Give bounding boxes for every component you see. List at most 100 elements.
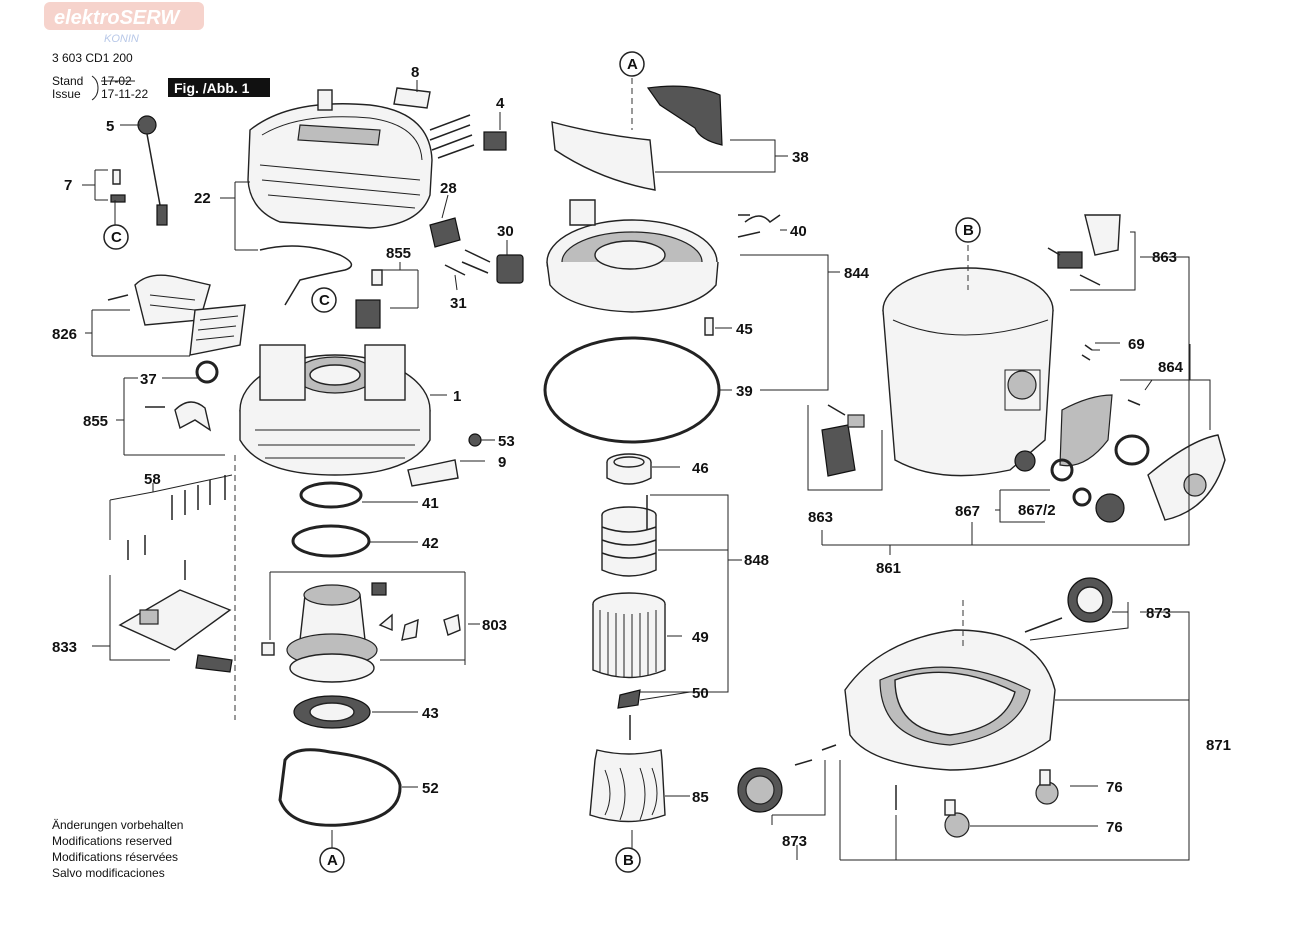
part-39-gasket: [543, 336, 721, 444]
callout-42: 42: [422, 535, 439, 552]
callout-863-top: 863: [1152, 249, 1177, 266]
part-861-container: [882, 267, 1054, 477]
part-43-impeller: [293, 695, 371, 729]
part-22-cord: [259, 245, 353, 306]
part-45-screw: [704, 317, 714, 336]
callout-50: 50: [692, 685, 709, 702]
part-873-wheel-left: [737, 744, 837, 813]
callout-53: 53: [498, 433, 515, 450]
watermark-subtext: KONIN: [104, 33, 139, 45]
svg-text:B: B: [623, 852, 634, 869]
callout-861: 861: [876, 560, 901, 577]
callout-873-left: 873: [782, 833, 807, 850]
part-53-plug: [468, 433, 482, 447]
callout-52: 52: [422, 780, 439, 797]
callout-855-top: 855: [386, 245, 411, 262]
part-863-clip: [821, 404, 865, 477]
callout-5: 5: [106, 118, 114, 135]
callout-85: 85: [692, 789, 709, 806]
footer-note-de: Änderungen vorbehalten: [52, 818, 183, 832]
footer-note-fr: Modifications réservées: [52, 850, 178, 864]
callout-37: 37: [140, 371, 157, 388]
part-1-housing: [239, 344, 431, 476]
part-41-ring: [299, 481, 363, 509]
part-85-filter-bag: [589, 749, 666, 823]
part-30-switch: [496, 254, 524, 284]
callout-22: 22: [194, 190, 211, 207]
part-873-wheel-right: [1024, 577, 1113, 633]
callout-69: 69: [1128, 336, 1145, 353]
part-37-ring: [195, 360, 219, 384]
figure-label-box: [168, 78, 270, 97]
part-826-cover: [134, 274, 211, 326]
part-58-terminals: [127, 475, 226, 560]
part-9-plate: [407, 459, 459, 487]
part-844-top-housing: [546, 199, 719, 313]
part-76-caster: [944, 769, 1059, 838]
callout-31: 31: [450, 295, 467, 312]
connector-b-top: B: [955, 217, 981, 243]
callout-826: 826: [52, 326, 77, 343]
callout-1: 1: [453, 388, 461, 405]
part-867-caps: [1014, 450, 1125, 523]
part-848-cage: [601, 495, 657, 577]
part-46-ring: [606, 453, 652, 485]
callout-76-top: 76: [1106, 779, 1123, 796]
callout-864: 864: [1158, 359, 1184, 376]
part-49-filter: [592, 592, 666, 679]
top-cover: [247, 103, 433, 229]
issue-label: Issue: [52, 87, 81, 101]
footer-note-en: Modifications reserved: [52, 834, 172, 848]
callout-8: 8: [411, 64, 419, 81]
callout-39: 39: [736, 383, 753, 400]
callout-867: 867: [955, 503, 980, 520]
connector-b-bottom: B: [615, 847, 641, 873]
callout-863-left: 863: [808, 509, 833, 526]
callout-46: 46: [692, 460, 709, 477]
svg-text:B: B: [963, 222, 974, 239]
callout-848: 848: [744, 552, 769, 569]
part-833-board: [118, 560, 233, 673]
callout-7: 7: [64, 177, 72, 194]
callout-45: 45: [736, 321, 753, 338]
brace-icon: [91, 75, 99, 101]
callout-9: 9: [498, 454, 506, 471]
callout-867-2: 867/2: [1018, 502, 1056, 519]
part-864-panels: [1059, 394, 1226, 521]
figure-label: Fig. /Abb. 1: [174, 80, 250, 96]
callout-873-right: 873: [1146, 605, 1171, 622]
stand-label: Stand: [52, 74, 83, 88]
callout-803: 803: [482, 617, 507, 634]
part-855-bracket: [174, 401, 212, 432]
svg-text:A: A: [327, 852, 338, 869]
connector-a-top: A: [619, 51, 645, 77]
svg-text:A: A: [627, 56, 638, 73]
svg-text:C: C: [319, 292, 330, 309]
callout-855-mid: 855: [83, 413, 108, 430]
part-52-seal: [278, 748, 402, 827]
part-42-ring: [291, 524, 371, 558]
callout-28: 28: [440, 180, 457, 197]
part-4-brushes: [429, 114, 507, 159]
part-855-clip: [355, 299, 381, 329]
connector-a-bottom: A: [319, 847, 345, 873]
callout-76-bottom: 76: [1106, 819, 1123, 836]
callout-38: 38: [792, 149, 809, 166]
watermark-badge: [44, 2, 204, 30]
callout-4: 4: [496, 95, 505, 112]
callout-833: 833: [52, 639, 77, 656]
part-863-latch: [1047, 214, 1121, 286]
part-5-cable: [137, 115, 168, 226]
callout-871: 871: [1206, 737, 1231, 754]
part-38-foam: [551, 85, 723, 191]
svg-text:C: C: [111, 229, 122, 246]
part-871-base: [844, 629, 1056, 771]
part-69-pins: [1081, 344, 1093, 361]
connector-c-center: C: [311, 287, 337, 313]
part-28-gasket: [429, 217, 461, 248]
part-7-screw: [110, 169, 126, 203]
watermark-text: elektroSERW: [54, 7, 181, 29]
callout-30: 30: [497, 223, 514, 240]
callout-41: 41: [422, 495, 439, 512]
